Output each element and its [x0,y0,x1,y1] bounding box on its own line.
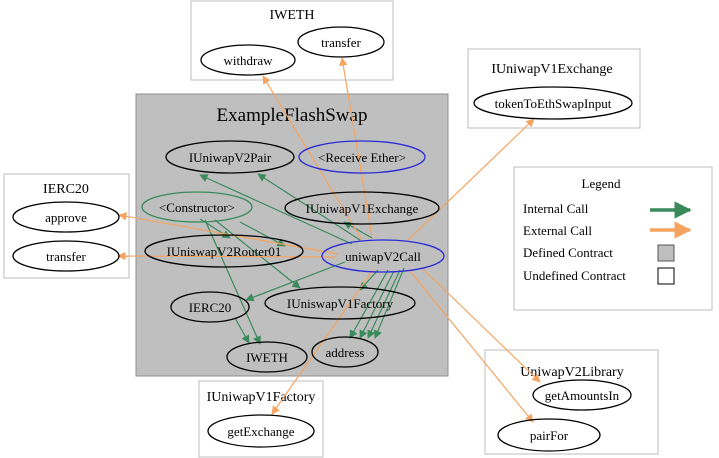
node-label-get-exchange: getExchange [227,424,294,439]
legend-undefined-contract-label: Undefined Contract [523,268,626,283]
node-iuniswapv1exchange[interactable]: IUniwapV1Exchange [284,191,440,225]
node-label-iweth-withdraw: withdraw [223,53,273,68]
node-label-uniwapv2call: uniwapV2Call [345,249,421,264]
node-iuniswapv2router01[interactable]: IUniswapV2Router01 [144,234,304,268]
legend: Legend Internal Call External Call Defin… [513,166,713,311]
edge-internal-call-to-iuniswapv1exchange [343,221,373,239]
edge-external-call-to-ierc20-transfer [117,251,337,261]
edge-internal-call-to-iuniswapv2pair [257,173,361,241]
edge-internal-call-to-iuniswapv1factory [359,269,379,291]
edge-internal-ctor-to-iuniswapv1factory [214,219,301,289]
node-ierc20-transfer[interactable]: transfer [12,240,120,272]
node-get-amounts-in[interactable]: getAmountsIn [532,379,632,411]
edge-internal-call-to-address-1 [349,269,389,339]
node-label-ierc20-approve: approve [45,210,87,225]
cluster-example-flash-swap: ExampleFlashSwap [135,93,449,377]
node-label-constructor: <Constructor> [159,200,235,215]
cluster-title-ierc20: IERC20 [43,182,89,197]
node-label-iuniswapv2pair: IUniwapV2Pair [189,150,272,165]
cluster-title-uniswapv2library: UniwapV2Library [520,365,623,380]
node-token-to-eth-swap-input[interactable]: tokenToEthSwapInput [473,86,633,120]
node-pair-for[interactable]: pairFor [497,418,601,452]
edge-internal-call-to-iuniswapv2pair-2 [199,174,353,245]
node-get-exchange[interactable]: getExchange [207,414,315,448]
edge-internal-ctor-to-iweth [204,219,261,345]
node-label-pair-for: pairFor [530,428,569,443]
node-receive-ether[interactable]: <Receive Ether> [298,140,426,174]
node-label-ierc20-transfer: transfer [46,249,86,264]
node-uniwapv2call[interactable]: uniwapV2Call [321,239,445,273]
node-label-iweth-transfer: transfer [321,35,361,50]
node-label-iuniswapv1factory: IUniswapV1Factory [287,296,394,311]
node-label-iuniswapv1exchange: IUniwapV1Exchange [306,201,419,216]
node-iweth[interactable]: IWETH [226,341,308,373]
edge-internal-call-to-address-2 [359,270,395,339]
node-label-receive-ether: <Receive Ether> [318,150,406,165]
cluster-title-iweth: IWETH [269,8,314,23]
edge-internal-call-to-address-3 [367,269,401,339]
edge-internal-ierc20-to-iweth [234,317,250,344]
legend-internal-call-label: Internal Call [523,201,589,216]
cluster-iweth: IWETH [190,0,394,81]
edge-internal-call-to-address-4 [374,267,405,339]
node-ierc20[interactable]: IERC20 [170,291,250,323]
edge-external-call-to-token-to-eth [407,118,535,241]
cluster-title-iuniswapv1exchange: IUniwapV1Exchange [491,62,612,77]
node-constructor[interactable]: <Constructor> [141,191,253,223]
node-label-iweth: IWETH [246,350,288,365]
edge-external-call-to-iweth-transfer [339,57,373,238]
cluster-title-example-flash-swap: ExampleFlashSwap [217,105,368,126]
node-iweth-withdraw[interactable]: withdraw [200,44,296,76]
node-address[interactable]: address [311,336,379,368]
legend-defined-contract-label: Defined Contract [523,245,613,260]
legend-undefined-contract-swatch [657,267,675,285]
node-label-ierc20: IERC20 [189,300,232,315]
node-label-address: address [326,345,365,360]
edge-internal-ctor-to-iuniswapv2pair-chain [239,221,286,247]
node-label-token-to-eth-swap-input: tokenToEthSwapInput [495,96,612,111]
legend-title: Legend [582,176,621,191]
cluster-iuniswapv1exchange: IUniwapV1Exchange [467,48,641,129]
node-iuniswapv1factory[interactable]: IUniswapV1Factory [264,286,416,320]
node-ierc20-approve[interactable]: approve [12,201,120,233]
edge-external-call-to-iweth-withdraw [262,75,363,241]
node-iweth-transfer[interactable]: transfer [297,26,385,58]
edge-external-call-to-get-amounts-in [421,267,541,383]
edge-external-call-to-get-exchange [271,269,374,415]
cluster-title-iuniswapv1factory: IUniwapV1Factory [207,390,316,405]
node-label-get-amounts-in: getAmountsIn [545,388,620,403]
cluster-iuniswapv1factory: IUniwapV1Factory [198,380,324,458]
node-iuniswapv2pair[interactable]: IUniwapV2Pair [165,140,295,174]
cluster-uniswapv2library: UniwapV2Library [484,349,659,455]
legend-defined-contract-swatch [657,244,675,262]
legend-external-call-label: External Call [523,223,592,238]
edge-external-call-to-pair-for [409,270,534,423]
node-label-iuniswapv2router01: IUniswapV2Router01 [167,244,282,259]
